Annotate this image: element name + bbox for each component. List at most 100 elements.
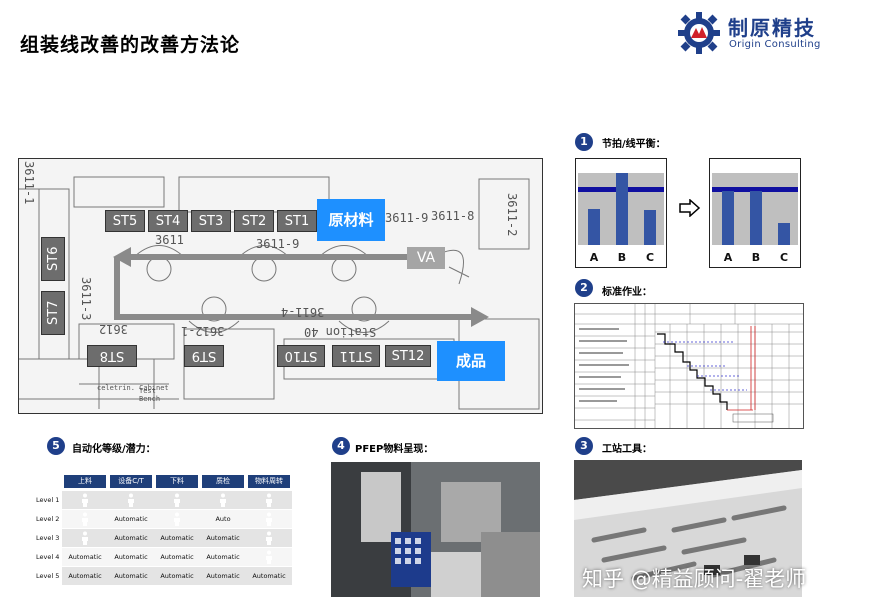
table-cell: Automatic — [68, 553, 102, 561]
section-1-number: 1 — [575, 133, 593, 151]
station-st12: ST12 — [385, 345, 431, 367]
station-st10: ST10 — [277, 345, 325, 367]
takt-bar-b — [616, 173, 628, 245]
raw-material-box: 原材料 — [317, 199, 385, 241]
table-cell: Automatic — [160, 553, 194, 561]
tick-label: B — [617, 251, 627, 264]
worker-icon — [202, 491, 244, 509]
drawing-label: Test Bench — [139, 387, 161, 403]
table-cell: Automatic — [160, 534, 194, 542]
takt-chart-after: A B C — [709, 158, 801, 268]
company-logo: 制原精技 Origin Consulting — [676, 8, 846, 58]
takt-bar-c — [644, 210, 656, 245]
worker-icon — [248, 529, 290, 547]
table-cell: Auto — [215, 515, 231, 523]
table-row — [62, 548, 292, 566]
finished-goods-box: 成品 — [437, 341, 505, 381]
table-cell: Automatic — [114, 515, 148, 523]
drawing-label: celetrin. Cabinet — [97, 384, 169, 392]
drawing-label: 3612 — [99, 322, 128, 336]
worker-icon — [64, 491, 106, 509]
tick-label: B — [751, 251, 761, 264]
worker-icon — [156, 491, 198, 509]
station-st4: ST4 — [148, 210, 188, 232]
table-cell: Automatic — [114, 534, 148, 542]
takt-plot-after — [712, 173, 798, 245]
value-add-box: VA — [407, 247, 445, 269]
col-header: 物料周转 — [248, 475, 290, 488]
takt-bar-a — [588, 209, 600, 245]
section-5-label: 自动化等级/潜力： — [72, 444, 156, 455]
drawing-label: 3611 — [155, 233, 184, 247]
worker-icon — [248, 510, 290, 528]
table-cell: Automatic — [206, 572, 240, 580]
station-st11: ST11 — [332, 345, 380, 367]
section-5-number: 5 — [47, 437, 65, 455]
table-cell: Automatic — [160, 572, 194, 580]
assembly-line-floor-plan: 3611-1 3611 3611-9 3611-9 3611-8 3611-2 … — [18, 158, 543, 414]
table-row — [62, 567, 292, 585]
station-st9: ST9 — [184, 345, 224, 367]
col-header: 质检 — [202, 475, 244, 488]
col-header: 下料 — [156, 475, 198, 488]
tick-label: C — [645, 251, 655, 264]
section-3-number: 3 — [575, 437, 593, 455]
drawing-label: 3612-1 — [181, 324, 225, 338]
col-header: 设备C/T — [110, 475, 152, 488]
takt-bar-c — [778, 223, 790, 245]
section-2-label: 标准作业： — [602, 287, 652, 298]
worker-icon — [64, 529, 106, 547]
drawing-label: 3611-1 — [22, 161, 36, 205]
worker-icon — [248, 491, 290, 509]
table-cell: Automatic — [252, 572, 286, 580]
row-label: Level 1 — [36, 496, 60, 504]
table-cell: Automatic — [68, 572, 102, 580]
table-row — [62, 529, 292, 547]
station-st8: ST8 — [87, 345, 137, 367]
standard-work-sheet — [574, 303, 804, 429]
logo-name-cn: 制原精技 — [728, 16, 816, 40]
table-cell: Automatic — [114, 553, 148, 561]
workstation-tool-photo — [574, 460, 802, 597]
worker-icon — [110, 491, 152, 509]
drawing-label: 3611-9 — [385, 211, 429, 225]
station-st5: ST5 — [105, 210, 145, 232]
row-label: Level 3 — [36, 534, 60, 542]
col-header: 上料 — [64, 475, 106, 488]
section-4-number: 4 — [332, 437, 350, 455]
standard-work-sheet-drawing — [575, 304, 803, 428]
pfep-material-photo — [331, 462, 540, 597]
drawing-label: 3611-9 — [256, 237, 300, 251]
drawing-label: 3611-3 — [79, 277, 93, 321]
section-2-number: 2 — [575, 279, 593, 297]
drawing-label: Station 40 — [304, 325, 377, 339]
drawing-label: 3611-8 — [431, 209, 475, 223]
drawing-label: 3611-2 — [505, 193, 519, 237]
gear-logo-icon — [678, 12, 720, 54]
section-4-label: PFEP物料呈现： — [355, 444, 434, 455]
takt-bar-b — [750, 191, 762, 245]
section-3-label: 工站工具： — [602, 444, 652, 455]
tick-label: C — [779, 251, 789, 264]
tick-label: A — [589, 251, 599, 264]
station-st2: ST2 — [234, 210, 274, 232]
station-st7: ST7 — [41, 291, 65, 335]
station-st6: ST6 — [41, 237, 65, 281]
takt-plot-before — [578, 173, 664, 245]
arrow-right-icon — [679, 199, 701, 217]
table-cell: Automatic — [206, 534, 240, 542]
takt-chart-before: A B C — [575, 158, 667, 268]
worker-icon — [156, 510, 198, 528]
worker-icon — [64, 510, 106, 528]
section-1-label: 节拍/线平衡： — [602, 139, 666, 150]
takt-bar-a — [722, 191, 734, 245]
material-presentation-photo — [331, 462, 540, 597]
station-st3: ST3 — [191, 210, 231, 232]
tool-tray-photo — [574, 460, 802, 597]
row-label: Level 4 — [36, 553, 60, 561]
row-label: Level 2 — [36, 515, 60, 523]
row-label: Level 5 — [36, 572, 60, 580]
tick-label: A — [723, 251, 733, 264]
table-cell: Automatic — [114, 572, 148, 580]
watermark: 知乎 @精益顾问-翟老师 — [582, 567, 807, 591]
